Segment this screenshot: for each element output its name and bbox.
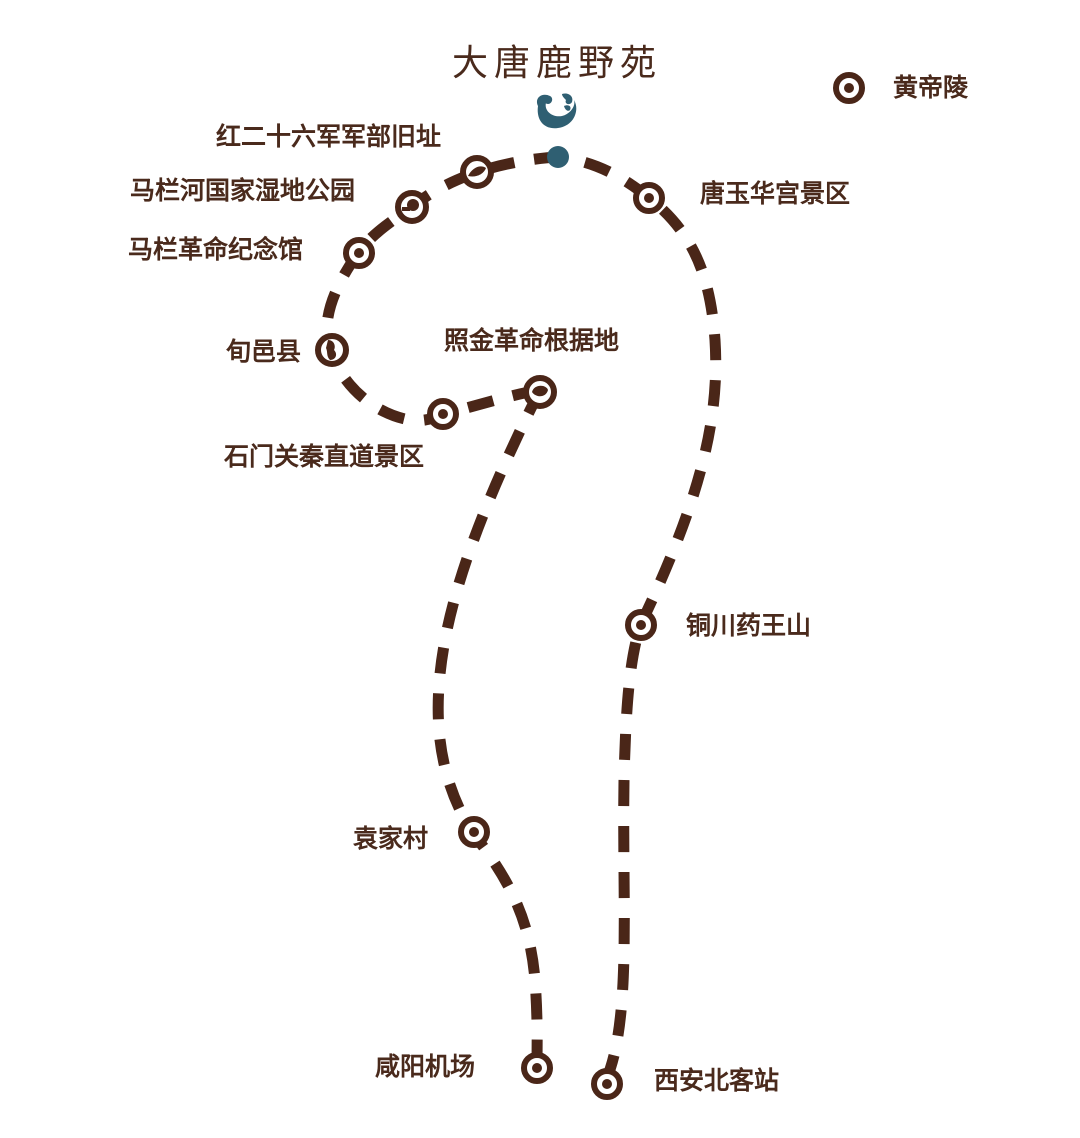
stop-label-tongchuan[interactable]: 铜川药王山 bbox=[686, 611, 812, 640]
stop-label-xianyang[interactable]: 咸阳机场 bbox=[375, 1052, 476, 1081]
stop-label-zhaojin[interactable]: 照金革命根据地 bbox=[444, 326, 620, 355]
stop-label-tangyuhuagong[interactable]: 唐玉华宫景区 bbox=[700, 179, 851, 208]
east-route-line bbox=[559, 151, 722, 1083]
stop-marker-shimenguan[interactable] bbox=[427, 398, 459, 430]
stop-marker-huangdiling[interactable] bbox=[833, 72, 865, 104]
stop-marker-malanhe[interactable] bbox=[395, 190, 429, 224]
stop-marker-tangyuhuagong[interactable] bbox=[633, 182, 665, 214]
stop-label-huangdiling[interactable]: 黄帝陵 bbox=[893, 73, 969, 102]
stop-label-shimenguan[interactable]: 石门关秦直道景区 bbox=[224, 442, 425, 471]
stop-marker-xian-north[interactable] bbox=[591, 1068, 623, 1100]
stop-marker-xianyang[interactable] bbox=[521, 1052, 553, 1084]
stop-marker-hong26jun[interactable] bbox=[460, 155, 494, 189]
stop-label-xian-north[interactable]: 西安北客站 bbox=[654, 1066, 780, 1095]
stop-label-hong26jun[interactable]: 红二十六军军部旧址 bbox=[216, 122, 442, 151]
stop-label-malanhe[interactable]: 马栏河国家湿地公园 bbox=[130, 176, 356, 205]
west-route-upper-line bbox=[321, 151, 561, 426]
stop-label-yuanjiacun[interactable]: 袁家村 bbox=[353, 824, 429, 853]
stop-marker-yuanjiacun[interactable] bbox=[458, 816, 490, 848]
stop-marker-tongchuan[interactable] bbox=[625, 609, 657, 641]
stop-marker-xunyi[interactable] bbox=[315, 333, 349, 367]
west-route-lower-line bbox=[432, 387, 545, 1069]
stop-marker-malan-geming[interactable] bbox=[343, 237, 375, 269]
destination-title: 大唐鹿野苑 bbox=[452, 43, 663, 84]
destination-marker-icon bbox=[547, 146, 569, 168]
stop-label-malan-geming[interactable]: 马栏革命纪念馆 bbox=[128, 235, 304, 264]
stop-label-xunyi[interactable]: 旬邑县 bbox=[226, 337, 302, 366]
logo-swirl-icon bbox=[536, 93, 577, 129]
stop-marker-zhaojin[interactable] bbox=[523, 375, 557, 409]
